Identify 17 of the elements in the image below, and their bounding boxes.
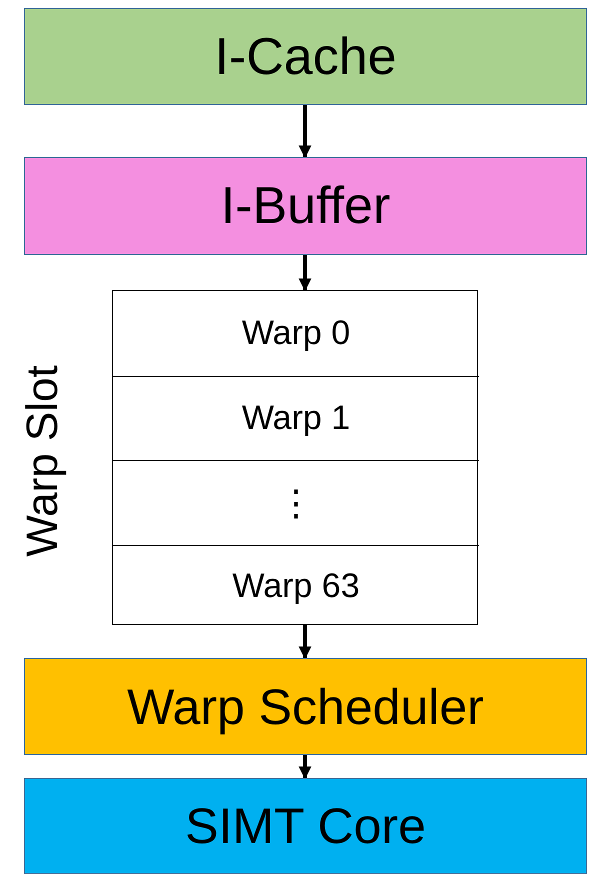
node-label: Warp 63 (232, 566, 360, 606)
node-label: I-Cache (214, 26, 397, 86)
node-label: Warp 1 (242, 399, 350, 438)
process-box (24, 8, 587, 105)
rotated-heading: Warp Slot (18, 364, 68, 559)
arrow (298, 105, 312, 158)
arrow (298, 625, 312, 660)
arrow (298, 755, 312, 780)
process-box (24, 778, 587, 874)
node-label: I-Buffer (220, 176, 390, 236)
node-label: SIMT Core (185, 797, 426, 855)
node-label: ⋮ (278, 482, 314, 524)
node-label: Warp 0 (242, 314, 350, 353)
node-label: Warp Scheduler (127, 678, 484, 736)
process-box (24, 658, 587, 755)
process-box (24, 157, 587, 255)
arrow (298, 255, 312, 292)
